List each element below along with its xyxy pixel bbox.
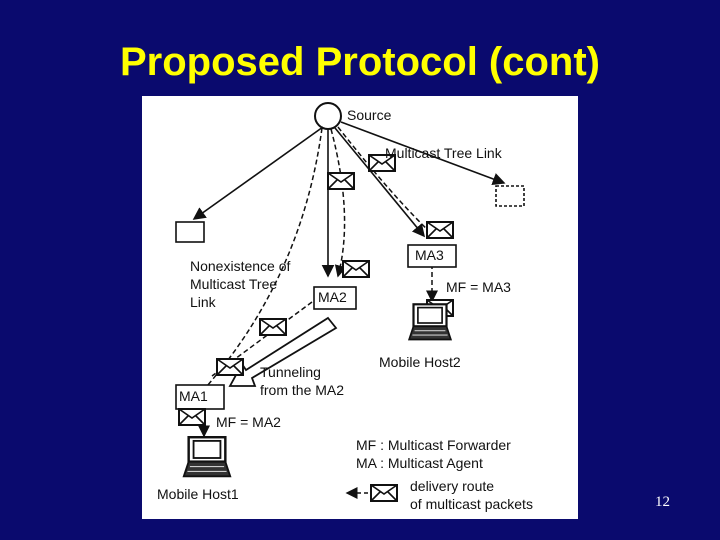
tree-link-right <box>340 121 506 186</box>
legend-envelope <box>370 484 398 502</box>
mobile-host1-laptop-icon <box>182 436 232 478</box>
source-node <box>314 102 342 130</box>
legend-ma: MA : Multicast Agent <box>356 455 483 471</box>
packet-envelope-8 <box>178 408 206 426</box>
nonexistence-label-line3: Link <box>190 294 216 310</box>
ma1-label: MA1 <box>179 388 208 404</box>
ma3-label: MA3 <box>415 247 444 263</box>
tree-link-left <box>192 126 324 220</box>
ma3-box <box>407 244 457 268</box>
nonexistence-label-line2: Multicast Tree <box>190 276 278 292</box>
legend-route-line1: delivery route <box>410 478 495 494</box>
nonexistence-label-line1: Nonexistence of <box>190 258 291 274</box>
packet-envelope-6 <box>216 358 244 376</box>
slide-number: 12 <box>655 494 670 510</box>
route-source-to-ma3 <box>337 126 435 237</box>
mobile-host2-label: Mobile Host2 <box>379 354 461 370</box>
mf-ma2-label: MF = MA2 <box>216 414 281 430</box>
packet-envelope-4 <box>342 260 370 278</box>
protocol-diagram: Source Multicast Tree Link Nonexistence … <box>142 96 578 519</box>
legend-mf: MF : Multicast Forwarder <box>356 437 511 453</box>
mobile-host1-label: Mobile Host1 <box>157 486 239 502</box>
source-label: Source <box>347 107 392 123</box>
ma2-box <box>313 286 357 310</box>
mf-ma3-label: MF = MA3 <box>446 279 511 295</box>
slide-title: Proposed Protocol (cont) <box>120 40 600 84</box>
mobile-host2-laptop-icon <box>408 303 452 341</box>
diagram-drawing <box>175 102 525 502</box>
node-box-left <box>175 221 205 243</box>
tunneling-label-line1: Tunneling <box>260 364 321 380</box>
tunnel-arrow <box>228 316 338 387</box>
route-source-to-ma2 <box>330 128 347 278</box>
packet-envelope-2 <box>327 172 355 190</box>
route-source-to-ma1 <box>206 127 323 387</box>
route-ma2-to-ma1 <box>211 301 313 377</box>
packet-envelope-5 <box>259 318 287 336</box>
ma2-label: MA2 <box>318 289 347 305</box>
node-box-right <box>495 185 525 207</box>
packet-envelope-3 <box>426 221 454 239</box>
tunneling-label-line2: from the MA2 <box>260 382 345 398</box>
tree-link-ma3 <box>334 127 426 238</box>
multicast-tree-link-label: Multicast Tree Link <box>385 145 502 161</box>
legend-route-line2: of multicast packets <box>410 496 533 512</box>
